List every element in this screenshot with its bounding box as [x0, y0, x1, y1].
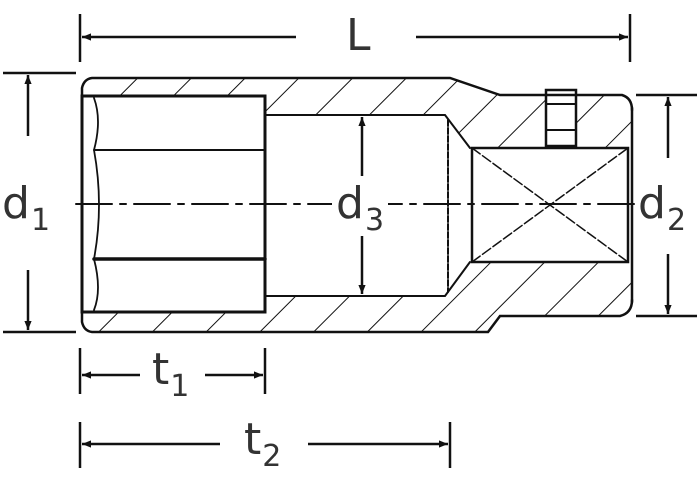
dimension-label-d2: d2	[636, 182, 689, 236]
label-subscript: 2	[666, 203, 687, 238]
dimension-label-t2: t2	[244, 418, 281, 472]
label-subscript: 3	[364, 203, 385, 238]
label-main: t	[244, 414, 262, 465]
label-main: t	[152, 344, 170, 395]
dimension-label-d1: d1	[2, 182, 50, 236]
label-main: L	[346, 10, 371, 61]
dimension-label-L: L	[346, 14, 371, 58]
label-main: d	[2, 178, 30, 229]
dimension-label-d3: d3	[332, 182, 389, 236]
label-subscript: 1	[170, 369, 190, 404]
label-main: d	[638, 178, 666, 229]
label-subscript: 2	[262, 439, 282, 474]
label-subscript: 1	[30, 203, 51, 238]
label-main: d	[336, 178, 364, 229]
dimension-label-t1: t1	[152, 348, 189, 402]
dimension-lines	[3, 14, 697, 468]
